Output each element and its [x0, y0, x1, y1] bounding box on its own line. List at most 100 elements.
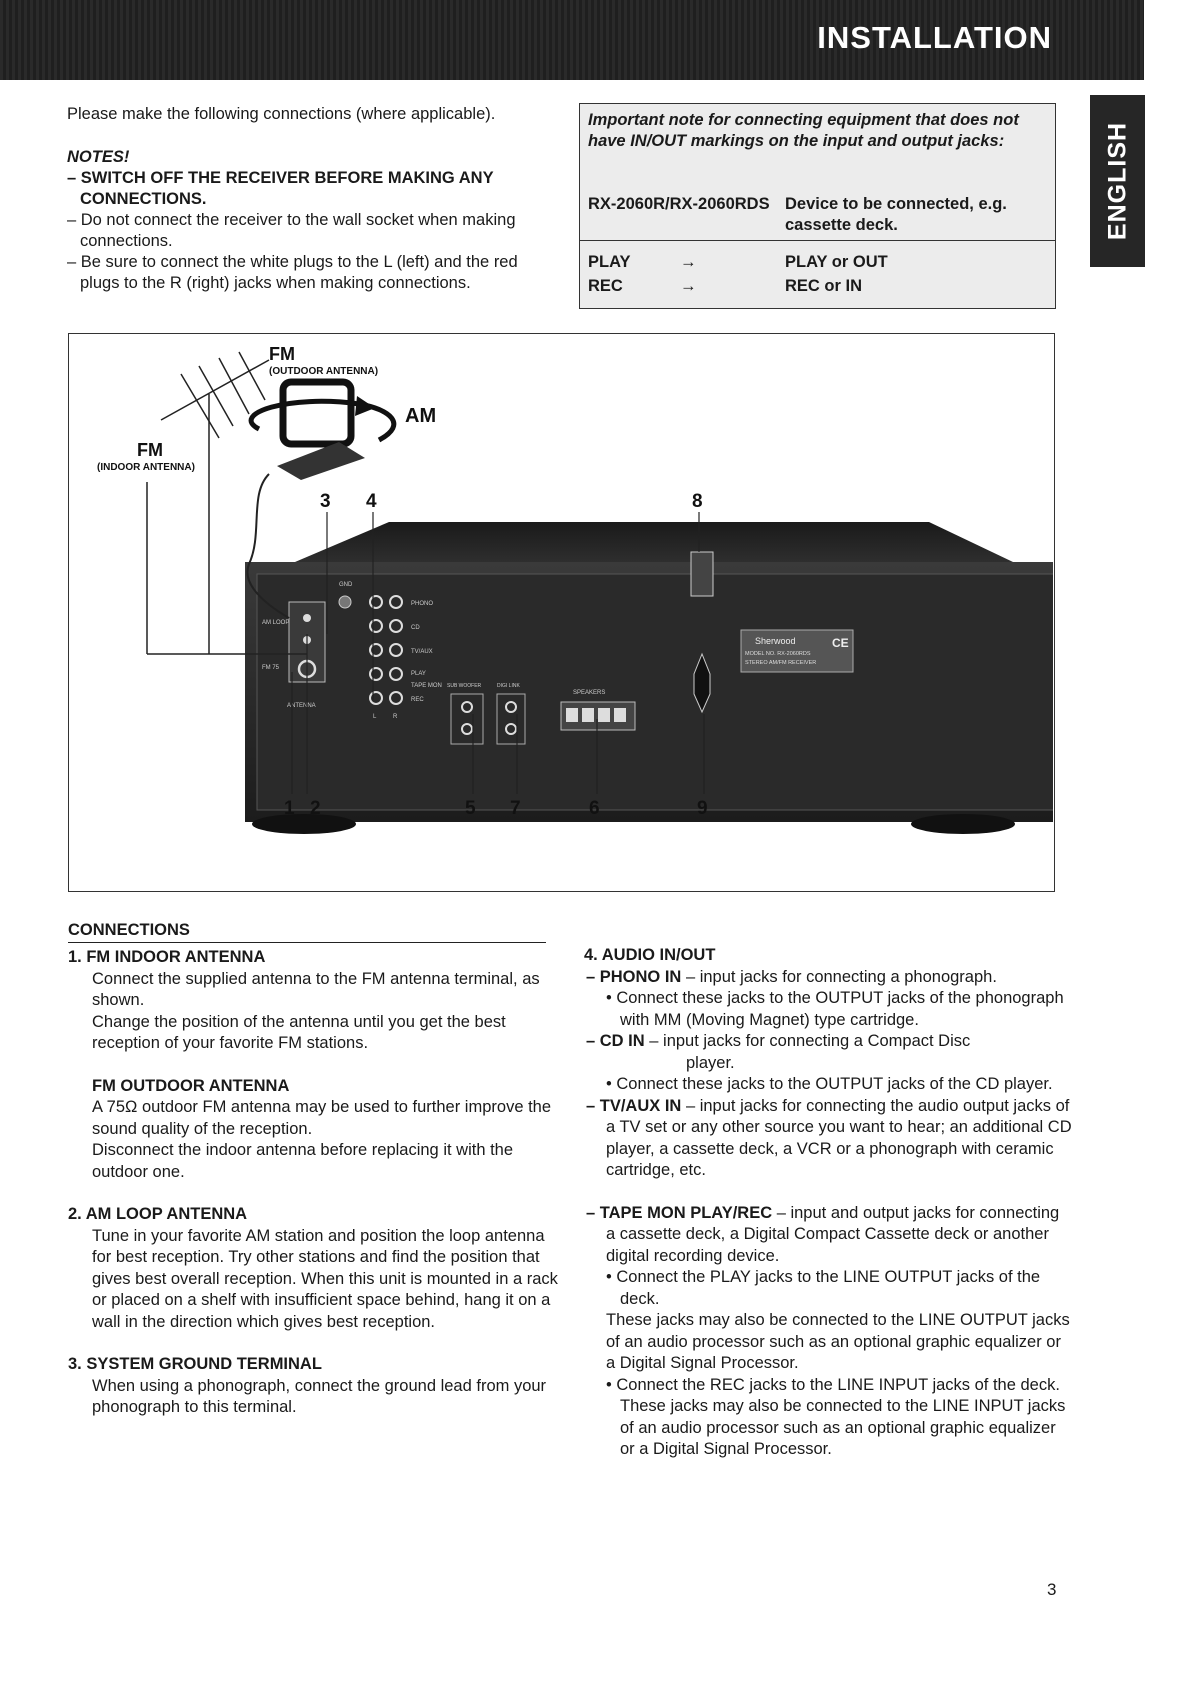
cd-in-desc: – input jacks for connecting a Compact D… — [644, 1032, 971, 1050]
section-fm-indoor-p2: Change the position of the antenna until… — [92, 1012, 506, 1053]
panel-label-am-loop: AM LOOP — [262, 620, 289, 626]
note-box-col1-header: RX-2060R/RX-2060RDS — [588, 195, 770, 213]
foot-right — [911, 814, 1015, 834]
phono-in-desc: – input jacks for connecting a phonograp… — [681, 967, 997, 986]
note-switch-off: – SWITCH OFF THE RECEIVER BEFORE MAKING … — [67, 169, 494, 208]
subwoofer-jack-l — [461, 701, 473, 713]
ac-power-cord — [693, 652, 711, 714]
am-rotate-arrow — [248, 398, 397, 443]
digilink-jack-2 — [505, 723, 517, 735]
callout-4: 4 — [366, 491, 377, 512]
panel-label-tv-aux: TV/AUX — [411, 649, 433, 655]
panel-label-sub-woofer: SUB WOOFER — [447, 683, 482, 689]
tape-mon-term: – TAPE MON PLAY/REC — [586, 1203, 773, 1222]
am-cable — [246, 473, 290, 619]
panel-label-speakers: SPEAKERS — [573, 690, 605, 696]
digilink-jack-1 — [505, 701, 517, 713]
speaker-terminal — [598, 708, 610, 722]
am-base — [277, 442, 365, 480]
cd-in-desc-cont: player. — [686, 1053, 735, 1072]
rca-jack — [389, 691, 403, 705]
fm-indoor-sublabel: (INDOOR ANTENNA) — [97, 462, 195, 473]
notes-heading: NOTES! — [67, 148, 130, 166]
panel-label-tape-mon: TAPE MON — [411, 683, 442, 689]
connections-right-column: 4. AUDIO IN/OUT – PHONO IN – input jacks… — [584, 945, 1072, 1461]
connections-left-column: 1. FM INDOOR ANTENNA Connect the supplie… — [68, 947, 568, 1419]
receiver-top — [295, 522, 1013, 562]
callout-6: 6 — [589, 798, 600, 819]
connection-diagram: AM LOOP FM 75 ANTENNA GND PHONO CD TV/AU… — [68, 333, 1055, 892]
am-terminal-1 — [303, 614, 311, 622]
am-label: AM — [405, 405, 436, 427]
phono-in-item: – PHONO IN – input jacks for connecting … — [584, 967, 1072, 989]
antenna-element — [218, 357, 250, 415]
am-arrow-head — [355, 396, 375, 416]
digilink-block — [496, 693, 526, 745]
tape-mon-desc: – input and output jacks for connecting … — [606, 1203, 1060, 1265]
note-box-col2-header: Device to be connected, e.g. cassette de… — [785, 195, 1007, 234]
ac-outlet — [690, 551, 714, 597]
section-fm-outdoor-title: FM OUTDOOR ANTENNA — [92, 1076, 290, 1095]
rca-jack — [389, 667, 403, 681]
cd-in-bullet: • Connect these jacks to the OUTPUT jack… — [606, 1075, 1053, 1093]
tape-mon-item: – TAPE MON PLAY/REC – input and output j… — [584, 1203, 1072, 1268]
rca-jack — [369, 595, 383, 609]
intro-lead: Please make the following connections (w… — [67, 105, 496, 123]
tape-mon-note-1: These jacks may also be connected to the… — [606, 1311, 1070, 1372]
desc-label: STEREO AM/FM RECEIVER — [745, 660, 816, 666]
tv-aux-in-desc: – input jacks for connecting the audio o… — [606, 1096, 1072, 1180]
subwoofer-block — [450, 693, 484, 745]
section-fm-indoor-title: 1. FM INDOOR ANTENNA — [68, 948, 266, 966]
note-box-row-play-right: PLAY or OUT — [785, 253, 888, 271]
section-fm-outdoor-p1: A 75Ω outdoor FM antenna may be used to … — [92, 1098, 552, 1138]
label-plate — [740, 629, 854, 673]
header-bar: INSTALLATION — [0, 0, 1144, 80]
antenna-element — [180, 373, 220, 439]
rca-jack — [389, 595, 403, 609]
am-loop-antenna — [279, 378, 355, 448]
tv-aux-in-item: – TV/AUX IN – input jacks for connecting… — [584, 1096, 1072, 1182]
panel-label-fm: FM 75 — [262, 665, 280, 671]
arrow-right-icon: → — [680, 253, 697, 271]
fm-outdoor-sublabel: (OUTDOOR ANTENNA) — [269, 366, 378, 377]
phono-in-term: – PHONO IN — [586, 967, 682, 986]
section-audio-title: 4. AUDIO IN/OUT — [584, 946, 716, 964]
antenna-boom — [160, 359, 270, 421]
important-note-box: Important note for connecting equipment … — [579, 103, 1056, 309]
panel-label-antenna: ANTENNA — [287, 703, 316, 709]
callout-2: 2 — [310, 798, 321, 819]
speaker-terminal — [614, 708, 626, 722]
rca-jack — [389, 619, 403, 633]
panel-label-phono: PHONO — [411, 601, 433, 607]
callout-9: 9 — [697, 798, 708, 819]
callout-7: 7 — [510, 798, 521, 819]
rca-jack — [369, 667, 383, 681]
panel-label-r: R — [393, 714, 398, 720]
note-box-divider — [580, 240, 1055, 241]
note-plug-colors: – Be sure to connect the white plugs to … — [67, 253, 518, 292]
tape-mon-note-2: These jacks may also be connected to the… — [620, 1397, 1066, 1458]
fm-outdoor-label: FM — [269, 344, 295, 364]
section-fm-indoor-p1: Connect the supplied antenna to the FM a… — [92, 969, 540, 1010]
tape-mon-bullet-play: • Connect the PLAY jacks to the LINE OUT… — [606, 1268, 1041, 1308]
tv-aux-in-term: – TV/AUX IN — [586, 1096, 682, 1115]
section-am-loop-p1: Tune in your favorite AM station and pos… — [92, 1226, 558, 1331]
note-box-row-play-left: PLAY — [588, 253, 631, 271]
panel-label-cd: CD — [411, 625, 420, 631]
callout-5: 5 — [465, 798, 476, 819]
panel-inner — [256, 573, 1053, 811]
model-label: MODEL NO. RX-2060RDS — [745, 651, 811, 657]
antenna-element — [238, 351, 266, 401]
brand-label: Sherwood — [755, 636, 796, 646]
leader-lines — [291, 512, 705, 794]
cd-in-item: – CD IN – input jacks for connecting a C… — [584, 1031, 1072, 1053]
rca-jack — [369, 691, 383, 705]
note-wall-socket: – Do not connect the receiver to the wal… — [67, 211, 516, 250]
tape-mon-bullet-rec: • Connect the REC jacks to the LINE INPU… — [606, 1375, 1060, 1394]
panel-label-gnd: GND — [339, 582, 353, 588]
ce-mark: CE — [832, 636, 849, 650]
section-ground-title: 3. SYSTEM GROUND TERMINAL — [68, 1355, 322, 1373]
section-am-loop-title: 2. AM LOOP ANTENNA — [68, 1205, 248, 1223]
page-number: 3 — [1047, 1580, 1057, 1599]
language-tab: ENGLISH — [1090, 95, 1145, 267]
